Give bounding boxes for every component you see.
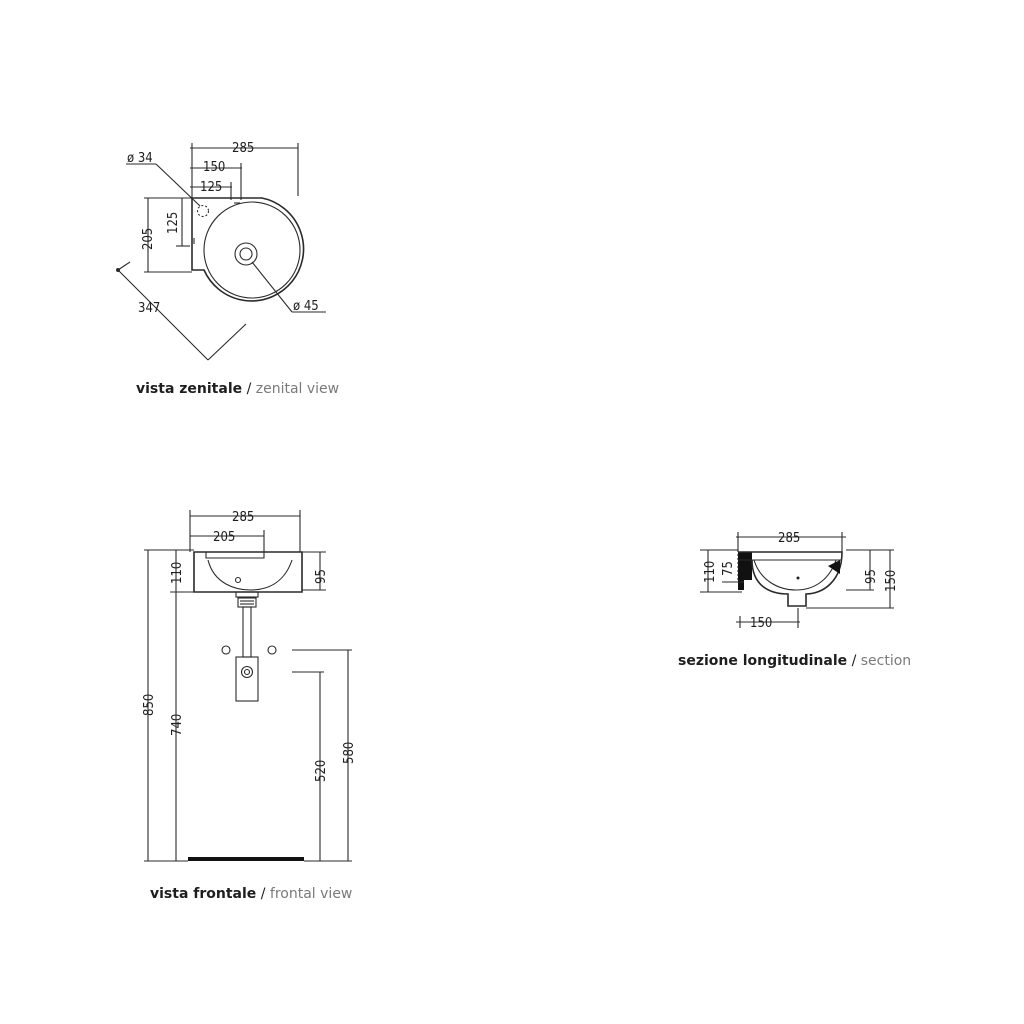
ext-line-347-left [117, 261, 131, 271]
caption-frontal-it: vista frontale [150, 886, 257, 902]
ext-line-347-right [207, 323, 247, 361]
dim-text-section-150-right: 150 [884, 570, 899, 592]
section-wall-cut [738, 552, 752, 590]
section-rim-cut [828, 560, 840, 574]
caption-frontal-en: frontal view [269, 886, 353, 902]
caption-section-en: section [860, 653, 912, 669]
zenital-tap-hole [196, 204, 210, 218]
dim-line-347 [117, 269, 209, 361]
dim-dot-347 [116, 268, 120, 272]
dim-text-section-150-bottom: 150 [750, 616, 772, 631]
caption-zenital: vista zenitale / zenital view [136, 381, 339, 397]
dim-text-section-285: 285 [778, 531, 800, 546]
caption-zenital-sep: / [242, 381, 256, 397]
caption-section: sezione longitudinale / section [678, 653, 911, 669]
dim-text-zenital-285: 285 [232, 141, 254, 156]
frontal-overflow-hole [234, 576, 242, 584]
dim-text-section-75: 75 [721, 561, 736, 576]
frontal-basin [193, 551, 303, 593]
frontal-trap-body [235, 656, 259, 702]
dim-text-zenital-125-top: 125 [200, 180, 222, 195]
dim-text-frontal-205: 205 [213, 530, 235, 545]
dim-text-frontal-95: 95 [314, 569, 329, 584]
frontal-bowl-curve [207, 559, 293, 591]
dim-text-zenital-125-left: 125 [166, 212, 181, 234]
caption-section-sep: / [847, 653, 861, 669]
dim-text-drain-hole: ø 45 [293, 299, 319, 314]
dim-text-section-110: 110 [703, 561, 718, 583]
section-drain-mark [796, 576, 800, 580]
frontal-trap-cap-inner [243, 668, 251, 676]
dim-text-frontal-580: 580 [342, 742, 357, 764]
leader-drain-hole [251, 261, 293, 313]
dim-text-frontal-285: 285 [232, 510, 254, 525]
frontal-basin-top-band [205, 552, 265, 559]
caption-frontal: vista frontale / frontal view [150, 886, 352, 902]
dim-text-diagonal: 347 [138, 301, 160, 316]
frontal-fixing-right [267, 645, 277, 655]
zenital-view-drawing: 285 150 125 ø 34 ø 45 347 205 125 [116, 141, 326, 361]
dim-text-section-95: 95 [864, 569, 879, 584]
frontal-fixing-left [221, 645, 231, 655]
zenital-drain-outer [234, 242, 258, 266]
frontal-waste-flange [235, 591, 259, 598]
dim-text-frontal-520: 520 [314, 760, 329, 782]
zenital-basin-outline [191, 197, 305, 302]
frontal-trap-cap [240, 665, 254, 679]
dim-text-tap-hole: ø 34 [127, 151, 153, 166]
frontal-view-drawing: 285 205 110 95 850 740 520 580 [142, 510, 357, 862]
zenital-drain-inner [239, 247, 253, 261]
dim-text-frontal-850: 850 [142, 694, 157, 716]
caption-zenital-en: zenital view [255, 381, 340, 397]
frontal-floor [188, 857, 304, 861]
frontal-waste-nut [237, 597, 257, 608]
dim-text-zenital-205: 205 [141, 228, 156, 250]
dim-text-zenital-150: 150 [203, 160, 225, 175]
caption-frontal-sep: / [256, 886, 270, 902]
leader-tap-hole [155, 163, 201, 207]
dim-text-frontal-740: 740 [170, 714, 185, 736]
zenital-bowl-inner [203, 201, 301, 299]
section-bowl-inner [753, 559, 837, 591]
section-view-drawing: 285 150 110 75 95 150 [700, 531, 899, 631]
caption-section-it: sezione longitudinale [678, 653, 848, 669]
frontal-waste-pipe [242, 606, 252, 658]
dim-text-frontal-110: 110 [170, 562, 185, 584]
caption-zenital-it: vista zenitale [136, 381, 243, 397]
